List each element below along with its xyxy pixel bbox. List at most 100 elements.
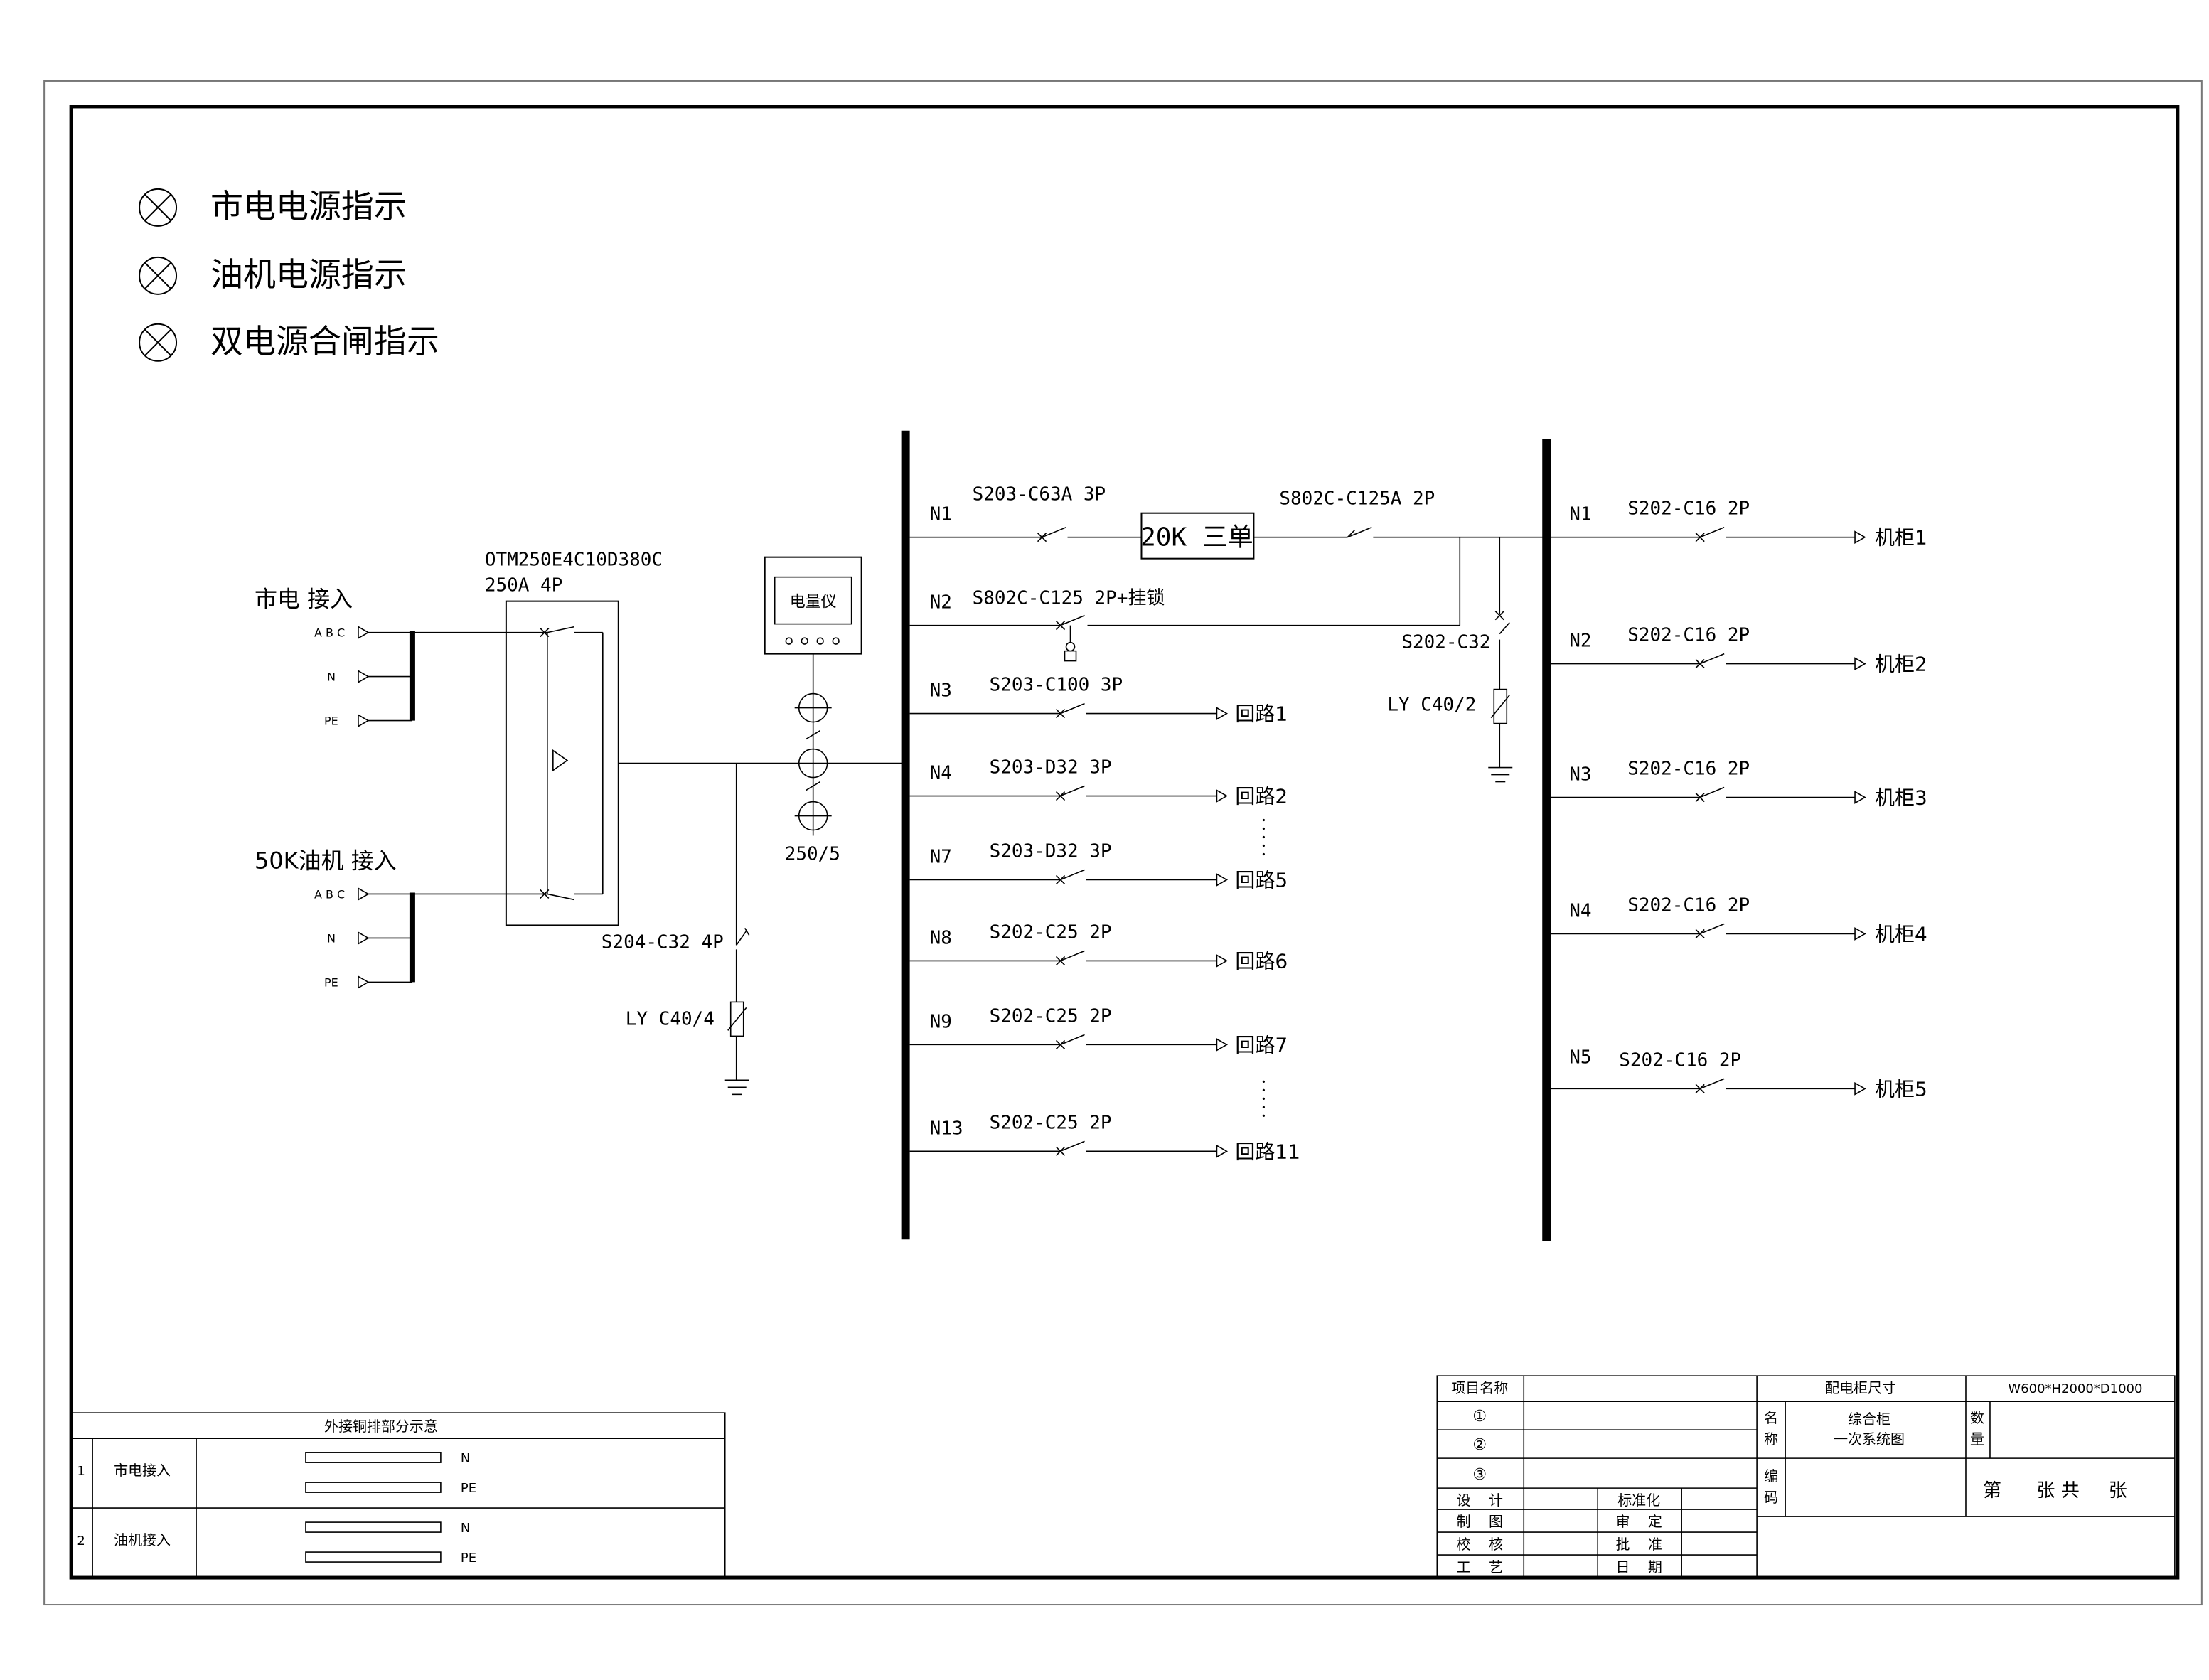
bar-label: PE [461,1481,476,1496]
left-branch-n2: N2 S802C-C125 2P+挂锁 [909,588,1165,631]
load-label: 回路11 [1235,1140,1300,1163]
drawing-name: 综合柜 [1848,1411,1890,1428]
mains-input-label: 市电 接入 [255,586,353,613]
row-number: 2 [77,1534,85,1548]
generator-input-label: 50K油机 接入 [255,847,397,874]
load-arrow-icon [1854,530,1866,545]
pe-label: PE [324,975,338,989]
role-label: 校 核 [1457,1536,1503,1553]
bar-label: N [461,1521,470,1536]
main-spd-label: LY C40/4 [626,1008,715,1029]
node-label: N4 [930,763,952,784]
right-branch-n5: N5 S202-C16 2P 机柜5 [1551,1047,1927,1101]
terminal-arrow-icon [358,626,412,727]
busbar-table: 外接铜排部分示意 1 市电接入 N PE 2 油机接入 N PE [70,1412,726,1578]
outer-frame [43,80,2203,1606]
ups-feed: 20K 三单 S802C-C125A 2P S202-C32 LY C40/2 [1087,488,1546,783]
node-label: N1 [930,504,952,525]
load-label: 机柜3 [1875,786,1927,810]
load-arrow-icon [1854,927,1866,941]
node-label: N13 [930,1118,963,1139]
phase-label: A B C [314,626,345,640]
node-label: N3 [1569,764,1591,786]
load-arrow-icon [1854,657,1866,670]
right-spd-breaker: S202-C32 [1401,632,1490,653]
load-label: 机柜5 [1875,1077,1927,1101]
generator-input: 50K油机 接入 A B C N PE [255,847,415,989]
ups-box [1140,512,1255,560]
pe-label: PE [324,715,338,728]
role-label: 批 准 [1615,1536,1662,1553]
breaker-label: S202-C25 2P [990,1112,1112,1133]
breaker-label: S203-C100 3P [990,675,1123,696]
sheet-number: 第 张 共 张 [1983,1480,2127,1502]
breaker-label: S802C-C125 2P+挂锁 [973,588,1165,609]
breaker-label: S203-C63A 3P [973,484,1106,505]
load-arrow-icon [1216,789,1229,803]
node-label: N1 [1569,504,1591,525]
load-label: 机柜1 [1875,526,1927,550]
left-branch-n13: N13 S202-C25 2P 回路11 [909,1112,1300,1163]
role-label: 设 计 [1457,1492,1503,1509]
left-branch-n9: N9 S202-C25 2P 回路7 [909,1005,1288,1056]
load-arrow-icon [1216,873,1229,887]
mains-input: 市电 接入 A B C N PE [255,586,415,728]
cabinet-size-label: 配电柜尺寸 [1825,1379,1896,1396]
node-label: N2 [930,592,952,614]
load-arrow-icon [1854,1081,1866,1096]
legend-label-dual-closing: 双电源合闸指示 [210,322,439,360]
node-label: N5 [1569,1047,1591,1068]
ats-rating: 250A 4P [485,575,562,596]
indicator-lamp-icon [139,188,178,227]
breaker-label: S202-C25 2P [990,1005,1112,1027]
load-arrow-icon [1216,1038,1229,1052]
row-name: 油机接入 [114,1531,171,1548]
role-label: 审 定 [1615,1513,1662,1530]
breaker-label: S202-C16 2P [1627,894,1750,916]
ups-label: 20K 三单 [1140,523,1253,552]
left-branch-n1: N1 S203-C63A 3P [909,484,1142,542]
padlock-icon [1064,625,1077,662]
right-spd-label: LY C40/2 [1387,695,1476,716]
project-name-label: 项目名称 [1451,1379,1508,1396]
main-surge-protector: S204-C32 4P LY C40/4 [601,763,750,1096]
circled-2: ② [1472,1436,1487,1454]
cabinet-size-value: W600*H2000*D1000 [2008,1381,2142,1396]
ups-output-breaker: S802C-C125A 2P [1279,488,1435,510]
circled-1: ① [1472,1408,1487,1425]
node-label: N8 [930,927,952,948]
right-branch-n4: N4 S202-C16 2P 机柜4 [1551,894,1927,946]
node-label: N7 [930,846,952,867]
breaker-label: S202-C16 2P [1619,1049,1741,1071]
load-label: 回路7 [1235,1033,1288,1056]
n-label: N [327,670,336,684]
load-label: 机柜4 [1875,922,1927,946]
left-branch-n3: N3 S203-C100 3P 回路1 [909,675,1288,726]
node-label: N3 [930,680,952,702]
load-arrow-icon [1854,791,1866,804]
name-label: 名 [1764,1409,1778,1426]
node-label: N9 [930,1011,952,1032]
ct-ratio: 250/5 [785,843,840,865]
breaker-label: S203-D32 3P [990,757,1112,779]
load-label: 回路1 [1235,702,1288,726]
left-bus-branches: N1 S203-C63A 3P N2 S802C-C125 2P+挂锁 N3 S203-C… [909,484,1300,1163]
node-label: N4 [1569,900,1591,921]
busbar-table-title: 外接铜排部分示意 [324,1418,438,1435]
row-number: 1 [77,1464,85,1479]
breaker-label: S202-C16 2P [1627,625,1750,646]
indicator-lamp-icon [139,323,178,362]
code-label: 码 [1764,1489,1778,1506]
circled-3: ③ [1472,1466,1487,1484]
load-arrow-icon [1216,707,1229,720]
row-name: 市电接入 [114,1462,171,1479]
code-label: 编 [1764,1467,1778,1484]
load-label: 回路5 [1235,868,1288,892]
load-label: 回路6 [1235,949,1288,973]
inner-frame [69,105,2180,1580]
n-label: N [327,931,336,945]
